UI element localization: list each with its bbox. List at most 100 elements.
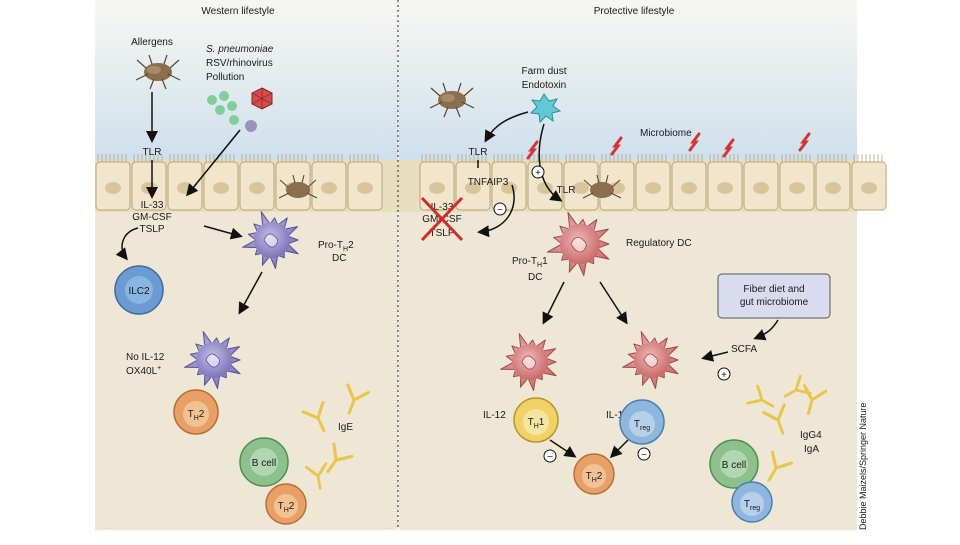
virus-particles-icon xyxy=(207,91,239,125)
antibody-icon xyxy=(783,374,812,398)
epithelial-nucleus xyxy=(573,182,589,194)
dc-to-dc-arrow xyxy=(238,271,263,315)
epithelial-nucleus xyxy=(321,182,337,194)
endotoxin-label: Endotoxin xyxy=(522,80,566,91)
microbiome-bacteria xyxy=(526,132,811,160)
fiber-diet-box xyxy=(717,273,831,319)
stimulation-plus-top xyxy=(531,165,545,179)
b-cell-left-label: B cell xyxy=(252,458,276,469)
cytokine-to-ilc2-arrow xyxy=(115,227,139,261)
epithelial-nucleus xyxy=(681,182,697,194)
bacterium-icon xyxy=(722,138,735,158)
th2-label-right: TH2 xyxy=(586,471,603,484)
ox40l-label: OX40L+ xyxy=(126,365,161,377)
th2-label-left: TH2 xyxy=(188,409,205,422)
antibody-icon xyxy=(301,400,326,433)
nucleus xyxy=(643,353,659,368)
epithelial-nucleus xyxy=(465,182,481,194)
blocked-cytokines-x-icon xyxy=(420,196,464,242)
igg4-iga-antibodies xyxy=(746,374,828,482)
bacterium-icon xyxy=(798,132,811,152)
minus-sign-th1: − xyxy=(547,452,553,463)
epithelial-nucleus xyxy=(429,182,445,194)
right-tslp-label: TSLP xyxy=(429,228,454,239)
pro-th2-label: Pro-TH2 xyxy=(318,240,354,253)
pro-th2-dendritic-cell xyxy=(242,211,299,269)
treg-label: Treg xyxy=(634,419,650,432)
epithelial-nucleus xyxy=(213,182,229,194)
treg-polarizing-dendritic-cell xyxy=(622,331,679,389)
minus-sign-tnfaip3: − xyxy=(497,205,503,216)
dc-to-th1-dc-arrow xyxy=(542,281,565,325)
right-tlr2-label: TLR xyxy=(557,185,576,196)
pathogen-label-2: RSV/rhinovirus xyxy=(206,58,273,69)
image-credit: Debbie Maizels/Springer Nature xyxy=(858,402,868,530)
th1-cell xyxy=(513,397,559,443)
th1-polarizing-dendritic-cell xyxy=(500,333,557,391)
pro-th1-label: Pro-TH1 xyxy=(512,256,548,269)
minus-sign-treg: − xyxy=(641,450,647,461)
tnfaip3-inhibition-arrow xyxy=(477,184,515,238)
fiber-to-scfa-arrow xyxy=(753,319,779,341)
treg-label-lower: Treg xyxy=(744,499,760,512)
no-il12-label: No IL-12 xyxy=(126,352,165,363)
antibody-icon xyxy=(305,462,328,490)
th1-to-th2-inhibit-arrow xyxy=(549,439,577,458)
fiber-diet-label-1: Fiber diet and xyxy=(743,284,804,295)
right-tlr-label: TLR xyxy=(469,147,488,158)
regulatory-dendritic-cell xyxy=(546,211,610,277)
treg-to-th2-inhibit-arrow xyxy=(609,439,629,459)
epithelial-nucleus xyxy=(177,182,193,194)
pathogen-label-1: S. pneumoniae xyxy=(206,44,274,55)
antibody-icon xyxy=(746,384,775,408)
fiber-diet-label-2: gut microbiome xyxy=(740,297,809,308)
th2-label-left-lower: TH2 xyxy=(278,501,295,514)
regulatory-dc-label: Regulatory DC xyxy=(626,238,692,249)
epithelial-nucleus xyxy=(717,182,733,194)
th2-cell-left-lower xyxy=(265,483,307,525)
farm-dust-label: Farm dust xyxy=(521,66,566,77)
il10-label: IL-10 xyxy=(606,410,629,421)
right-panel-title: Protective lifestyle xyxy=(594,6,675,17)
left-panel-title: Western lifestyle xyxy=(201,6,275,17)
plus-sign-scfa: + xyxy=(721,370,727,381)
epithelial-nucleus xyxy=(825,182,841,194)
antibody-icon xyxy=(762,403,786,435)
inhibition-minus-th1 xyxy=(543,449,557,463)
stimulation-plus-scfa xyxy=(717,367,731,381)
bacterium-icon xyxy=(610,136,623,156)
epithelial-nucleus xyxy=(357,182,373,194)
epithelial-mite-right-icon xyxy=(582,174,622,199)
treg-cell xyxy=(619,399,665,445)
inhibition-minus-tnfaip3 xyxy=(493,202,507,216)
pathogen-label-3: Pollution xyxy=(206,72,244,83)
nucleus xyxy=(263,233,279,248)
antibody-icon xyxy=(346,383,370,415)
epithelial-nucleus xyxy=(753,182,769,194)
microbiome-label: Microbiome xyxy=(640,128,692,139)
right-panel-background xyxy=(399,0,857,530)
left-gmcsf-label: GM-CSF xyxy=(132,212,171,223)
left-il33-label: IL-33 xyxy=(141,200,164,211)
bacterium-icon xyxy=(688,132,701,152)
b-cell-right-label: B cell xyxy=(722,460,746,471)
b-cell-right xyxy=(709,439,759,489)
th2-cell-right xyxy=(573,453,615,495)
epithelial-nucleus xyxy=(861,182,877,194)
left-tslp-label: TSLP xyxy=(139,224,164,235)
pro-th2-dc-label: DC xyxy=(332,253,346,264)
plus-sign-top: + xyxy=(535,168,541,179)
inhibition-minus-treg xyxy=(637,447,651,461)
dc-to-treg-dc-arrow xyxy=(599,281,628,325)
th1-label: TH1 xyxy=(528,417,545,430)
endotoxin-icon xyxy=(529,93,562,124)
endotoxin-to-tlr2-arrow xyxy=(538,123,563,202)
epithelial-nucleus xyxy=(249,182,265,194)
b-cell-left xyxy=(239,437,289,487)
bacterium-icon xyxy=(526,140,539,160)
left-tlr-label: TLR xyxy=(143,147,162,158)
endotoxin-to-tlr-arrow xyxy=(484,111,529,143)
ilc2-label: ILC2 xyxy=(128,286,150,297)
